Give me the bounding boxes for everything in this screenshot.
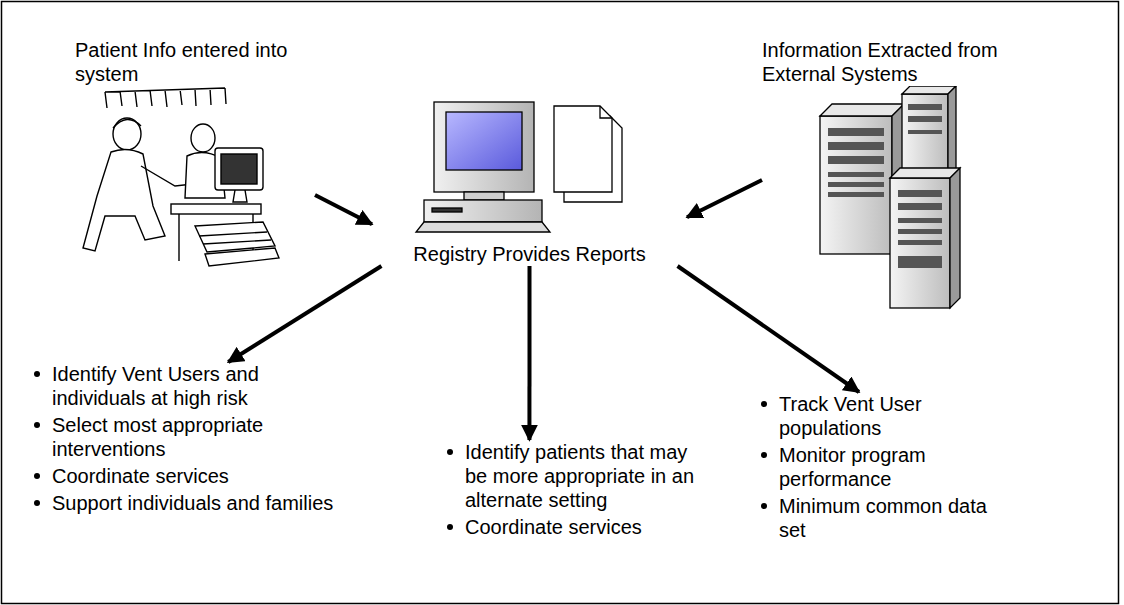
bullet-dot: [447, 449, 453, 455]
node-label: Information Extracted from External Syst…: [762, 38, 1072, 86]
bullet-item: Identify Vent Users and individuals at h…: [30, 362, 335, 410]
external-source: Information Extracted from External Syst…: [762, 38, 1072, 311]
bullet-item: Monitor program performance: [757, 443, 1012, 491]
bullet-list: Track Vent User populationsMonitor progr…: [757, 392, 1012, 545]
bullet-item: Select most appropriate interventions: [30, 413, 335, 461]
bullet-text: Identify Vent Users and individuals at h…: [52, 363, 259, 409]
bullet-list: Identify patients that may be more appro…: [443, 440, 705, 542]
bullet-text: Monitor program performance: [779, 444, 926, 490]
bullet-item: Identify patients that may be more appro…: [443, 440, 705, 512]
bullet-text: Coordinate services: [52, 465, 229, 487]
bullet-text: Select most appropriate interventions: [52, 414, 263, 460]
bullet-dot: [447, 524, 453, 530]
bullet-text: Minimum common data set: [779, 495, 987, 541]
bullet-text: Coordinate services: [465, 516, 642, 538]
flow-arrow: [228, 266, 381, 362]
bullet-dot: [34, 422, 40, 428]
registry-hub: Registry Provides Reports: [372, 92, 687, 266]
bullet-text: Support individuals and families: [52, 492, 333, 514]
bullet-dot: [34, 371, 40, 377]
bullet-item: Support individuals and families: [30, 491, 335, 515]
bullet-dot: [34, 473, 40, 479]
bullet-item: Coordinate services: [443, 515, 705, 539]
flow-arrow: [315, 195, 372, 224]
node-label: Registry Provides Reports: [372, 242, 687, 266]
bullet-item: Minimum common data set: [757, 494, 1012, 542]
bullet-dot: [761, 452, 767, 458]
computer-and-report-icon: [372, 92, 687, 242]
entry-source: Patient Info entered into system: [75, 38, 315, 276]
node-label: Patient Info entered into system: [75, 38, 315, 86]
flow-arrow: [687, 180, 762, 217]
bullet-item: Track Vent User populations: [757, 392, 1012, 440]
bullet-text: Track Vent User populations: [779, 393, 922, 439]
bullet-dot: [761, 503, 767, 509]
server-towers-illustration: [762, 86, 1072, 311]
bullet-text: Identify patients that may be more appro…: [465, 441, 694, 511]
flow-arrow: [527, 266, 531, 440]
bullet-list: Identify Vent Users and individuals at h…: [30, 362, 335, 518]
flow-arrow: [678, 266, 859, 392]
people-at-computer-illustration: [75, 86, 290, 276]
bullet-dot: [761, 401, 767, 407]
bullet-item: Coordinate services: [30, 464, 335, 488]
bullet-dot: [34, 500, 40, 506]
